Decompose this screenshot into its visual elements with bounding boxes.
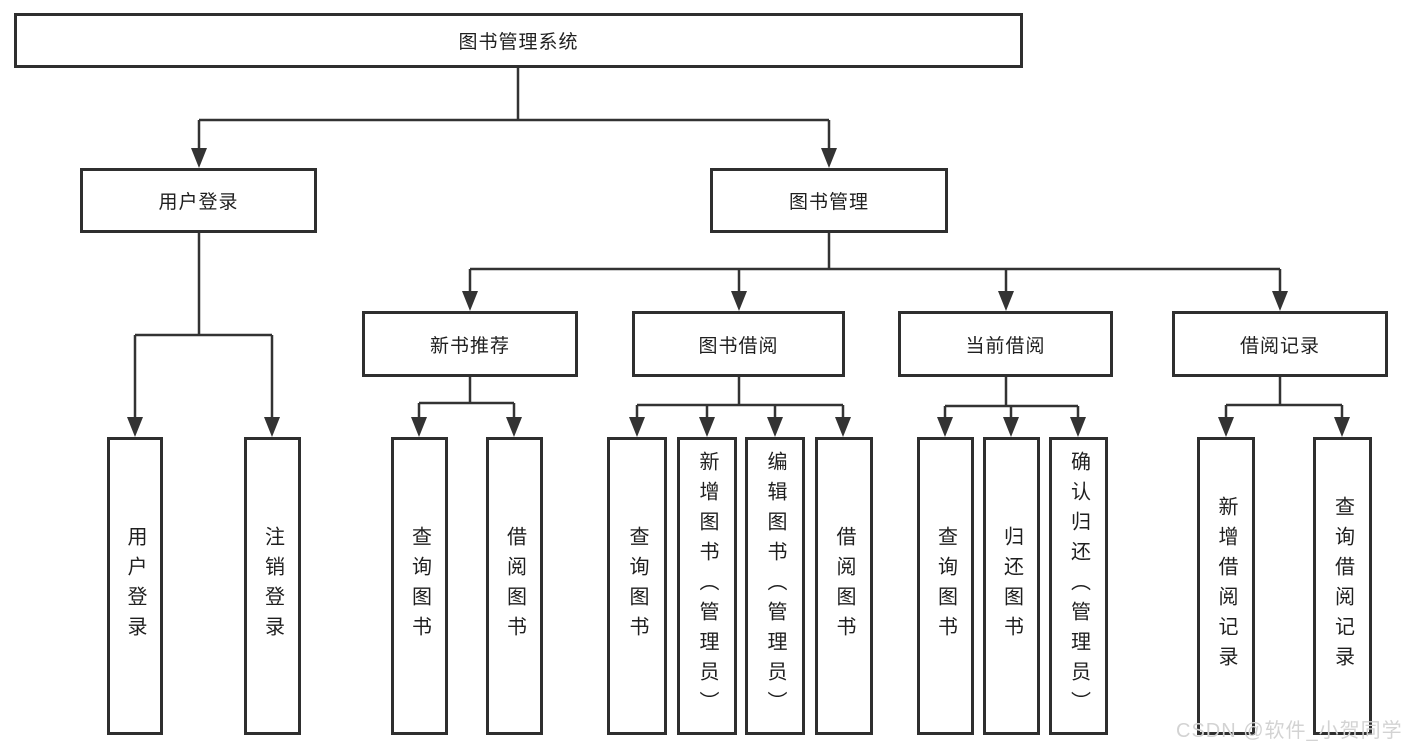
node-borrowing-records: 借阅记录 [1172, 311, 1388, 377]
node-query-books-current-label: 查询图书 [934, 526, 957, 646]
node-borrow-books-label: 借阅图书 [833, 526, 855, 646]
node-borrow-books-recommend: 借阅图书 [486, 437, 543, 735]
node-confirm-return-admin: 确认归还（管理员） [1049, 437, 1108, 735]
node-return-books: 归还图书 [983, 437, 1040, 735]
node-new-book-recommend: 新书推荐 [362, 311, 578, 377]
node-query-borrow-record-label: 查询借阅记录 [1331, 496, 1354, 676]
csdn-watermark: CSDN @软件_小贺同学 [1176, 720, 1403, 742]
node-confirm-return-admin-label: 确认归还（管理员） [1067, 451, 1090, 721]
node-query-books-recommend: 查询图书 [391, 437, 448, 735]
node-query-books-recommend-label: 查询图书 [408, 526, 431, 646]
node-logout-login: 注销登录 [244, 437, 301, 735]
node-add-books-admin-label: 新增图书（管理员） [696, 451, 718, 721]
node-user-login-branch: 用户登录 [80, 168, 317, 233]
node-user-login-branch-label: 用户登录 [158, 192, 239, 213]
node-current-borrowing-label: 当前借阅 [965, 335, 1046, 357]
node-borrow-books: 借阅图书 [815, 437, 873, 735]
node-user-login-label: 用户登录 [124, 526, 146, 646]
node-borrowing-records-label: 借阅记录 [1239, 335, 1320, 357]
node-add-books-admin: 新增图书（管理员） [677, 437, 737, 735]
node-edit-books-admin-label: 编辑图书（管理员） [764, 451, 786, 721]
connector-lines [133, 68, 1344, 419]
node-return-books-label: 归还图书 [1000, 526, 1023, 646]
node-book-management-label: 图书管理 [788, 192, 869, 213]
node-query-books-borrow-label: 查询图书 [626, 526, 648, 646]
node-root-label: 图书管理系统 [458, 32, 579, 53]
node-query-books-current: 查询图书 [917, 437, 974, 735]
node-edit-books-admin: 编辑图书（管理员） [745, 437, 805, 735]
node-query-borrow-record: 查询借阅记录 [1313, 437, 1372, 735]
node-book-borrowing: 图书借阅 [632, 311, 845, 377]
node-add-borrow-record: 新增借阅记录 [1197, 437, 1255, 735]
node-current-borrowing: 当前借阅 [898, 311, 1113, 377]
node-borrow-books-recommend-label: 借阅图书 [503, 526, 526, 646]
node-root: 图书管理系统 [14, 13, 1023, 68]
node-new-book-recommend-label: 新书推荐 [429, 335, 510, 357]
node-logout-login-label: 注销登录 [261, 526, 284, 646]
arrowheads [127, 148, 1350, 437]
node-add-borrow-record-label: 新增借阅记录 [1215, 496, 1237, 676]
node-book-management: 图书管理 [710, 168, 948, 233]
node-user-login: 用户登录 [107, 437, 163, 735]
node-query-books-borrow: 查询图书 [607, 437, 667, 735]
node-book-borrowing-label: 图书借阅 [698, 335, 779, 357]
